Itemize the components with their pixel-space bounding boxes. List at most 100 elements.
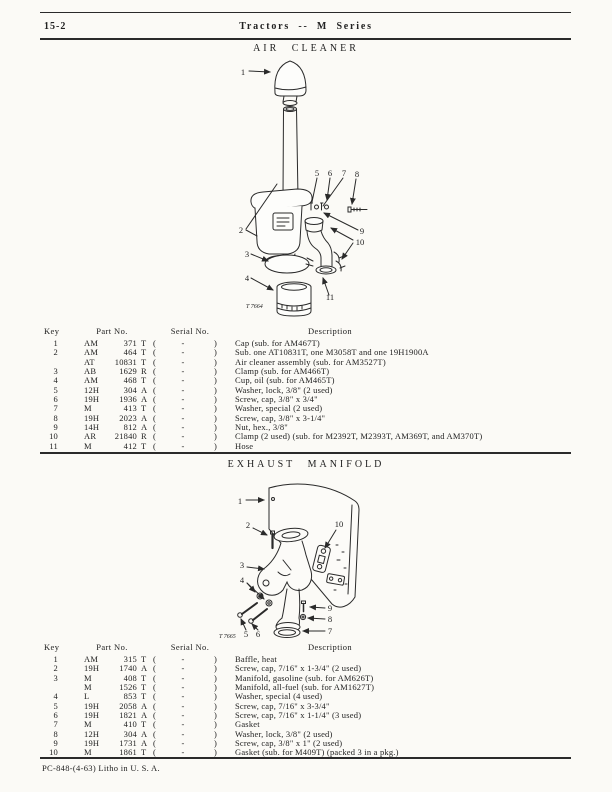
cell-part-suffix: A bbox=[141, 738, 148, 749]
header-rule bbox=[40, 38, 571, 40]
cell-serial-open: ( bbox=[153, 347, 157, 358]
cell-part-suffix: T bbox=[141, 691, 147, 702]
parts-table-row: 4 L 853 T ( - ) Washer, special (4 used) bbox=[40, 691, 571, 702]
column-header-description: Description bbox=[307, 326, 353, 336]
parts-table-row: 11 M 412 T ( - ) Hose bbox=[40, 440, 571, 451]
cell-serial-close: ) bbox=[214, 422, 218, 433]
cell-serial-open: ( bbox=[153, 654, 157, 664]
parts-table-row: 5 19H 2058 A ( - ) Screw, cap, 7/16" x 3… bbox=[40, 700, 571, 711]
cell-part-number: 1740 bbox=[119, 663, 137, 674]
cell-serial-close: ) bbox=[214, 700, 218, 711]
cell-key: 9 bbox=[53, 422, 58, 433]
cell-part-number: 410 bbox=[123, 719, 137, 730]
cell-description: Manifold, all-fuel (sub. for AM1627T) bbox=[235, 682, 375, 693]
figure-code: T 7664 bbox=[246, 303, 263, 310]
cell-description: Air cleaner assembly (sub. for AM3527T) bbox=[235, 356, 386, 367]
cell-part-number: 464 bbox=[123, 347, 137, 358]
cell-part-prefix: M bbox=[84, 672, 92, 683]
cell-description: Cup, oil (sub. for AM465T) bbox=[235, 375, 335, 386]
cell-serial-value: - bbox=[181, 347, 185, 358]
parts-table-row: 1 AM 371 T ( - ) Cap (sub. for AM467T) bbox=[40, 338, 571, 348]
cell-serial-value: - bbox=[181, 738, 185, 749]
cell-serial-open: ( bbox=[153, 710, 157, 721]
callout-label: 7 bbox=[328, 626, 332, 636]
cell-serial-value: - bbox=[181, 710, 185, 721]
cell-key: 1 bbox=[53, 654, 58, 664]
cell-serial-open: ( bbox=[153, 366, 157, 377]
cell-serial-open: ( bbox=[153, 431, 157, 442]
cell-part-prefix: M bbox=[84, 747, 92, 758]
cell-serial-open: ( bbox=[153, 403, 157, 414]
cell-serial-close: ) bbox=[214, 440, 218, 451]
cell-serial-close: ) bbox=[214, 347, 218, 358]
cell-key: 2 bbox=[53, 347, 58, 358]
cell-part-suffix: A bbox=[141, 422, 148, 433]
cell-serial-open: ( bbox=[153, 691, 157, 702]
callout-label: 8 bbox=[328, 614, 332, 624]
cell-part-prefix: L bbox=[84, 691, 90, 702]
cell-part-prefix: M bbox=[84, 682, 92, 693]
air-cleaner-cap-part bbox=[274, 60, 307, 106]
cell-serial-open: ( bbox=[153, 356, 157, 367]
cell-serial-open: ( bbox=[153, 700, 157, 711]
cell-serial-open: ( bbox=[153, 338, 157, 348]
cell-part-prefix: 12H bbox=[84, 384, 100, 395]
cell-serial-close: ) bbox=[214, 356, 218, 367]
cell-serial-close: ) bbox=[214, 654, 218, 664]
cell-part-suffix: A bbox=[141, 412, 148, 423]
air-cleaner-inlet-cap bbox=[304, 217, 324, 233]
cell-part-prefix: 19H bbox=[84, 412, 100, 423]
section-title-exhaust-manifold: EXHAUST MANIFOLD bbox=[227, 459, 385, 470]
small-hardware bbox=[237, 592, 307, 624]
cell-part-suffix: T bbox=[141, 672, 147, 683]
cell-serial-value: - bbox=[181, 412, 185, 423]
cell-part-prefix: 19H bbox=[84, 394, 100, 405]
cell-part-prefix: AM bbox=[84, 654, 99, 664]
top-rule bbox=[40, 12, 571, 13]
cell-key: 10 bbox=[49, 747, 58, 758]
cell-serial-value: - bbox=[181, 440, 185, 451]
cell-part-number: 1861 bbox=[119, 747, 137, 758]
cell-description: Nut, hex., 3/8" bbox=[235, 422, 288, 433]
cell-key: 11 bbox=[49, 440, 58, 451]
cell-key: 8 bbox=[53, 412, 58, 423]
cell-part-prefix: AM bbox=[84, 338, 99, 348]
cell-serial-value: - bbox=[181, 338, 185, 348]
cell-serial-open: ( bbox=[153, 384, 157, 395]
parts-table-row: 2 AM 464 T ( - ) Sub. one AT10831T, one … bbox=[40, 347, 571, 358]
cell-serial-open: ( bbox=[153, 440, 157, 451]
cell-description: Clamp (2 used) (sub. for M2392T, M2393T,… bbox=[235, 431, 483, 442]
cell-serial-close: ) bbox=[214, 672, 218, 683]
parts-table-row: 6 19H 1936 A ( - ) Screw, cap, 3/8" x 3/… bbox=[40, 394, 571, 405]
cell-serial-close: ) bbox=[214, 394, 218, 405]
air-cleaner-parts-table: Key Part No. Serial No. Description 1 AM… bbox=[40, 326, 571, 451]
parts-table-row: 3 M 408 T ( - ) Manifold, gasoline (sub.… bbox=[40, 672, 571, 683]
parts-table-row: 6 19H 1821 A ( - ) Screw, cap, 7/16" x 1… bbox=[40, 710, 571, 721]
cell-serial-open: ( bbox=[153, 747, 157, 758]
cell-serial-open: ( bbox=[153, 728, 157, 739]
cell-key: 8 bbox=[53, 728, 58, 739]
cell-description: Screw, cap, 7/16" x 3-3/4" bbox=[235, 700, 330, 711]
parts-table-row: 4 AM 468 T ( - ) Cup, oil (sub. for AM46… bbox=[40, 375, 571, 386]
cell-description: Washer, lock, 3/8" (2 used) bbox=[235, 384, 333, 395]
cell-part-number: 412 bbox=[123, 440, 137, 451]
callout-label: 2 bbox=[239, 225, 243, 235]
cell-serial-close: ) bbox=[214, 431, 218, 442]
callout-label: 1 bbox=[238, 496, 242, 506]
cell-serial-close: ) bbox=[214, 682, 218, 693]
exhaust-downpipe bbox=[273, 588, 301, 638]
cell-part-suffix: R bbox=[141, 366, 147, 377]
callout-label: 2 bbox=[246, 520, 250, 530]
cell-part-suffix: A bbox=[141, 663, 148, 674]
footer-rule bbox=[40, 757, 571, 759]
cell-serial-close: ) bbox=[214, 663, 218, 674]
callout-label: 6 bbox=[256, 629, 260, 639]
air-cleaner-decal bbox=[272, 212, 294, 231]
callout-label: 4 bbox=[245, 273, 250, 283]
air-cleaner-oil-cup bbox=[276, 281, 312, 317]
cell-description: Sub. one AT10831T, one M3058T and one 19… bbox=[235, 347, 429, 358]
cell-serial-close: ) bbox=[214, 338, 218, 348]
parts-table-row: 3 AB 1629 R ( - ) Clamp (sub. for AM466T… bbox=[40, 366, 571, 377]
cell-serial-close: ) bbox=[214, 738, 218, 749]
